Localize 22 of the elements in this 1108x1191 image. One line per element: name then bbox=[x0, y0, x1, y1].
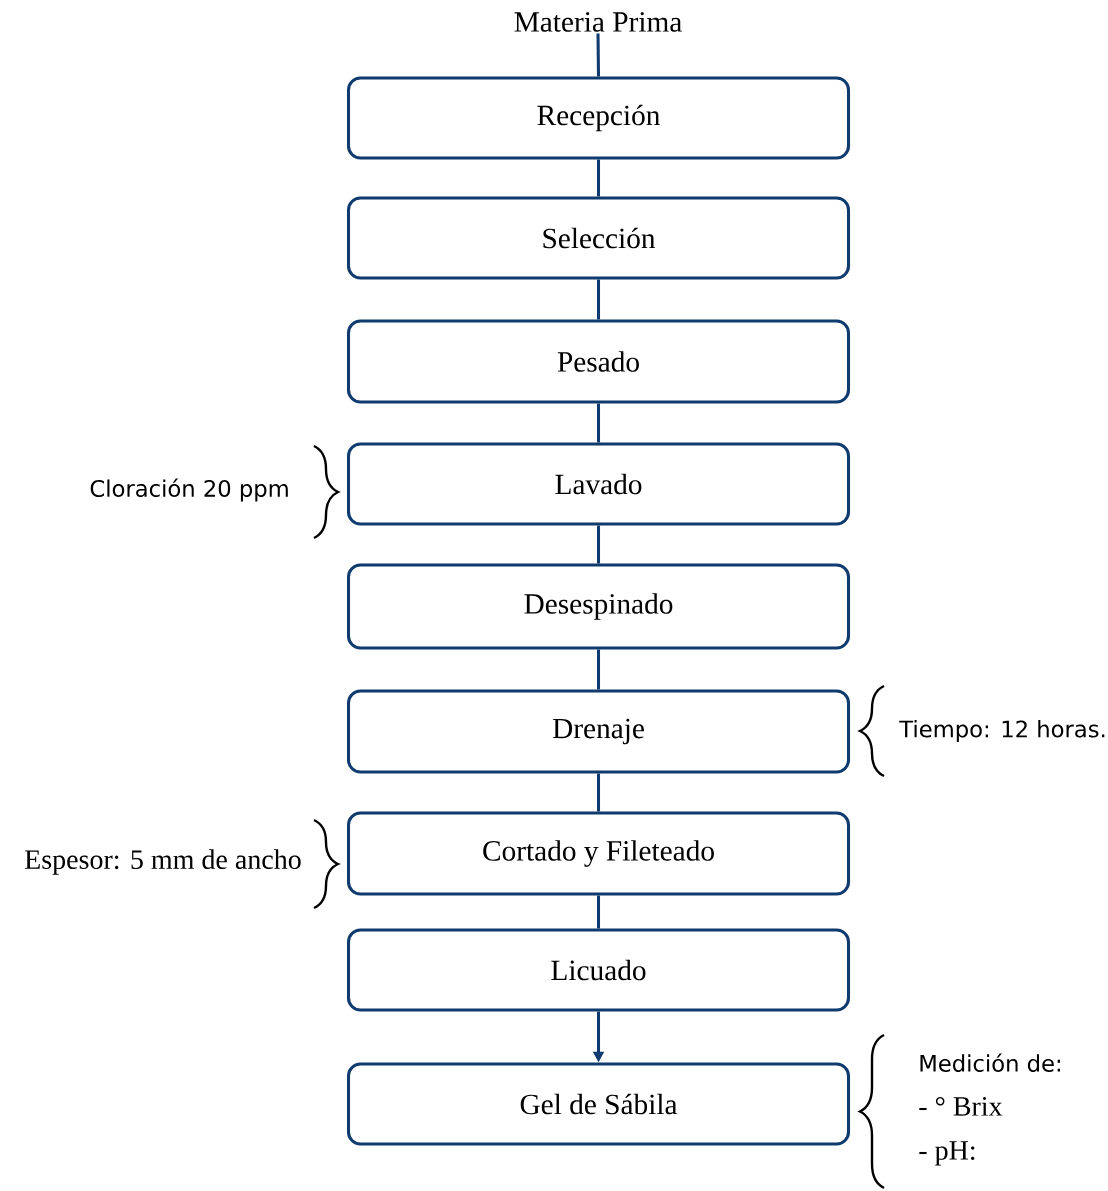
connector-line bbox=[596, 649, 601, 690]
process-box: Licuado bbox=[346, 928, 851, 1012]
connector-line bbox=[596, 525, 601, 564]
process-box: Selección bbox=[346, 196, 851, 280]
process-box: Gel de Sábila bbox=[346, 1062, 851, 1146]
start-label: Materia Prima bbox=[514, 12, 682, 32]
connector-line bbox=[596, 279, 601, 320]
process-box: Recepción bbox=[346, 76, 851, 160]
process-box: Drenaje bbox=[346, 689, 851, 774]
process-box: Cortado y Fileteado bbox=[346, 811, 851, 896]
process-box: Desespinado bbox=[346, 563, 851, 650]
annotation-text: Medición de: - ° Brix - pH: bbox=[919, 1053, 1060, 1166]
annotation-text: Cloración 20 ppm bbox=[90, 478, 288, 502]
annotation-text: Tiempo: 12 horas. bbox=[899, 720, 1105, 742]
connector-line bbox=[596, 403, 601, 443]
connector-line bbox=[596, 773, 601, 812]
connector-line bbox=[596, 895, 601, 929]
connector-line bbox=[596, 33, 601, 77]
connector-line bbox=[596, 159, 601, 197]
process-box: Lavado bbox=[346, 442, 851, 526]
process-box: Pesado bbox=[346, 319, 851, 404]
annotation-text: Espesor: 5 mm de ancho bbox=[24, 849, 301, 875]
